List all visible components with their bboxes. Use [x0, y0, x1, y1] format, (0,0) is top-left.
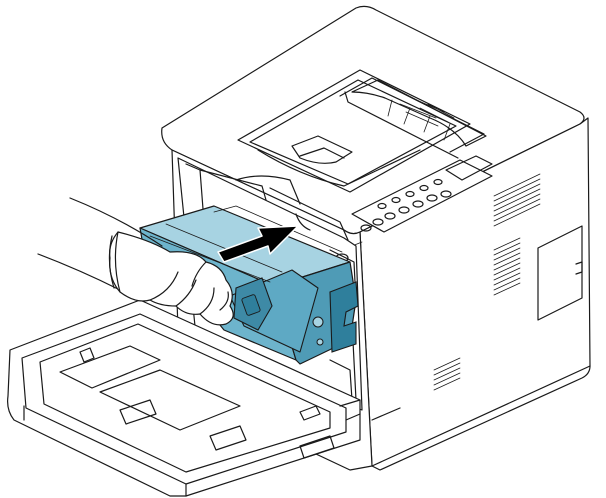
- side-access-panel: [537, 225, 583, 321]
- panel-buttons: [360, 178, 452, 232]
- arm-bottom-edge: [37, 253, 121, 291]
- hand-icon: [37, 197, 234, 326]
- paper-exit-slot: [351, 79, 487, 147]
- insert-arrow-icon: [217, 225, 299, 263]
- side-vents-bottom: [433, 357, 461, 391]
- front-door-panel: [7, 299, 361, 497]
- arm-top-edge: [69, 197, 163, 247]
- paper-stop: [291, 135, 353, 164]
- hand-shape: [109, 231, 234, 326]
- display-screen: [445, 155, 493, 181]
- output-tray: [237, 69, 471, 193]
- front-door: [7, 299, 361, 497]
- exit-rollers: [387, 97, 455, 141]
- insert-arrow: [217, 225, 299, 263]
- side-vents-top: [493, 173, 541, 296]
